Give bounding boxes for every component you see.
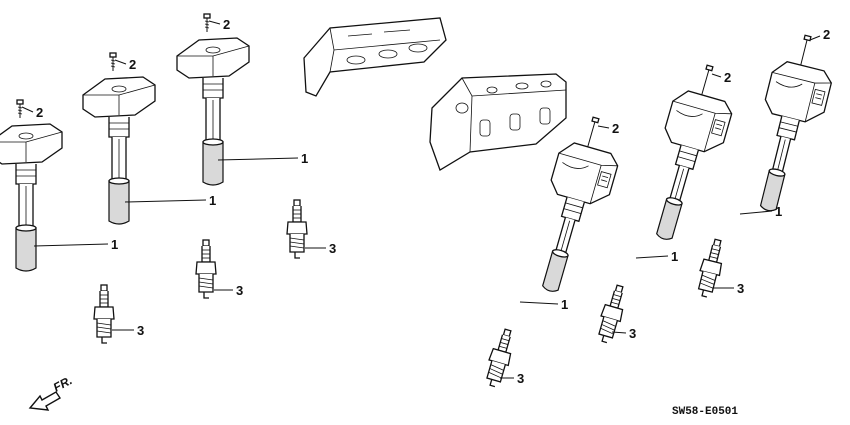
coil-assembly-right-3: [738, 29, 842, 219]
front-label: FR.: [51, 373, 75, 394]
callout-bolt: 2: [724, 70, 731, 85]
diagram-code: SW58-E0501: [672, 406, 738, 418]
spark-plug-right-2: [593, 282, 631, 346]
callout-bolt: 2: [823, 27, 830, 42]
spark-plug-left-3: [286, 199, 308, 259]
front-direction-arrow-icon: FR.: [28, 373, 75, 411]
callout-plug: 3: [737, 281, 744, 296]
spark-plug-right-1: [481, 326, 519, 390]
callout-plug: 3: [236, 283, 243, 298]
callout-plug: 3: [517, 371, 524, 386]
callouts: 2 2 2 2 2 2 1 1 1 1 1 1 3 3 3 3 3 3: [36, 17, 830, 386]
callout-plug: 3: [329, 241, 336, 256]
spark-plug-right-3: [693, 236, 729, 300]
coil-assembly-right-2: [635, 58, 744, 249]
callout-coil: 1: [775, 204, 782, 219]
callout-bolt: 2: [612, 121, 619, 136]
spark-plug-left-2: [195, 239, 217, 299]
rear-head-cover: [303, 17, 447, 97]
callout-plug: 3: [629, 326, 636, 341]
coil-assembly-left-2: [82, 52, 156, 225]
callout-coil: 1: [111, 237, 118, 252]
callout-coil: 1: [671, 249, 678, 264]
front-head-cover: [429, 73, 567, 171]
callout-coil: 1: [301, 151, 308, 166]
callout-coil: 1: [209, 193, 216, 208]
callout-bolt: 2: [129, 57, 136, 72]
leader-lines: [21, 20, 821, 379]
spark-plug-left-1: [93, 284, 115, 344]
callout-bolt: 2: [36, 105, 43, 120]
callout-bolt: 2: [223, 17, 230, 32]
callout-plug: 3: [137, 323, 144, 338]
callout-coil: 1: [561, 297, 568, 312]
